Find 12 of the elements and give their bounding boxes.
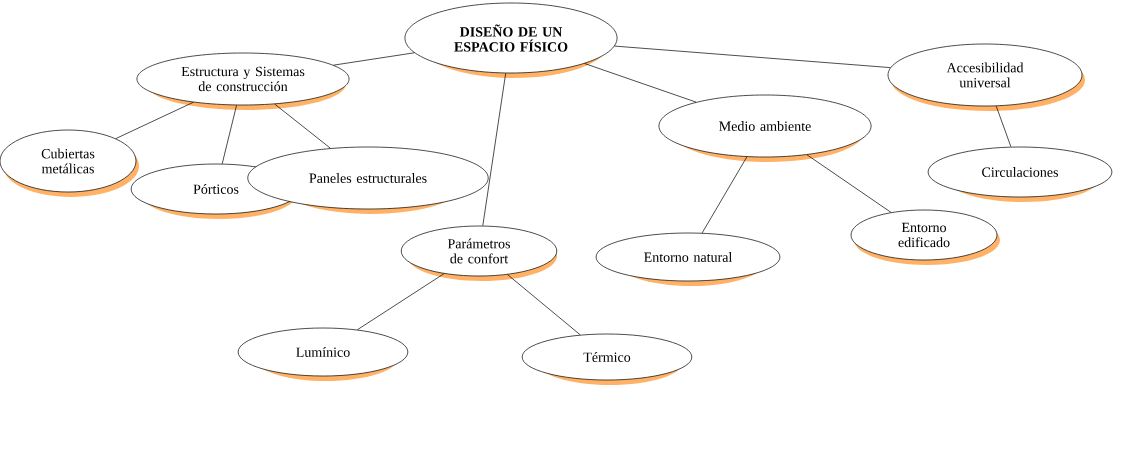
connector-line: [614, 45, 891, 68]
connector-line: [274, 103, 331, 149]
connector-line: [357, 273, 445, 331]
connector-line: [806, 154, 892, 213]
connector-line: [115, 101, 194, 139]
connector-line: [584, 63, 697, 103]
connector-line: [333, 52, 415, 66]
connector-line: [701, 156, 748, 234]
connector-line: [507, 274, 581, 336]
connector-line: [995, 105, 1012, 148]
connector-line: [221, 104, 237, 165]
connector-line: [482, 72, 507, 227]
